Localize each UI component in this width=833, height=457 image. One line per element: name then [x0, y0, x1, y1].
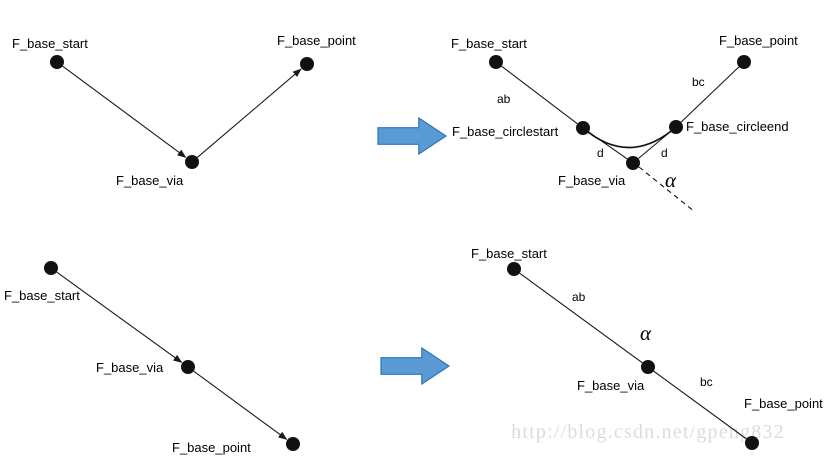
edge-bc: [680, 66, 740, 123]
node-label-start: F_base_start: [12, 36, 88, 51]
node-label-point: F_base_point: [277, 33, 356, 48]
segment-label-bc: bc: [700, 375, 713, 389]
watermark-label: http://blog.csdn.net/gpeng832: [511, 421, 785, 443]
node-dot-point[interactable]: [300, 57, 314, 71]
segment-label-ab: ab: [497, 92, 511, 106]
node-label-via: F_base_via: [577, 378, 645, 393]
watermark: http://blog.csdn.net/gpeng832: [511, 421, 785, 443]
circular-arc: [582, 126, 677, 149]
node-label-via: F_base_via: [96, 360, 164, 375]
segment-label-d-left: d: [597, 146, 604, 160]
edge-ab: [519, 272, 643, 364]
connectors-group: [377, 116, 451, 386]
node-dot-point[interactable]: [286, 437, 300, 451]
node-dot-via[interactable]: [626, 156, 640, 170]
node-label-point: F_base_point: [744, 396, 823, 411]
node-label-start: F_base_start: [451, 36, 527, 51]
edge-ab: [501, 65, 578, 125]
node-label-circlestart: F_base_circlestart: [452, 124, 559, 139]
segment-label-ab: ab: [572, 290, 586, 304]
node-dot-via[interactable]: [185, 155, 199, 169]
edge-start-via: [62, 65, 187, 158]
node-label-circleend: F_base_circleend: [686, 119, 789, 134]
node-dot-start[interactable]: [44, 261, 58, 275]
node-dot-via[interactable]: [641, 360, 655, 374]
node-dot-start[interactable]: [489, 55, 503, 69]
node-label-via: F_base_via: [116, 173, 184, 188]
edge-via-point: [193, 370, 288, 440]
node-dot-circleend[interactable]: [669, 120, 683, 134]
edge-start-via: [56, 271, 183, 363]
angle-alpha-label: α: [665, 168, 677, 192]
node-dot-start[interactable]: [50, 55, 64, 69]
node-dot-point[interactable]: [737, 55, 751, 69]
node-label-via: F_base_via: [558, 173, 626, 188]
node-label-start: F_base_start: [471, 246, 547, 261]
node-label-start: F_base_start: [4, 288, 80, 303]
angle-alpha-label: α: [640, 321, 652, 345]
transform-arrow-top: [377, 116, 448, 156]
dashed-extension-ray: [638, 166, 696, 213]
node-dot-via[interactable]: [181, 360, 195, 374]
segment-label-d-right: d: [661, 146, 668, 160]
node-dot-circlestart[interactable]: [576, 121, 590, 135]
transform-arrow-bottom: [380, 346, 451, 386]
node-label-point: F_base_point: [172, 440, 251, 455]
segment-label-bc: bc: [692, 75, 705, 89]
node-label-point: F_base_point: [719, 33, 798, 48]
node-dot-start[interactable]: [507, 262, 521, 276]
edge-via-point: [196, 68, 302, 158]
node-dot-point[interactable]: [745, 436, 759, 450]
edge-bc: [653, 370, 747, 440]
